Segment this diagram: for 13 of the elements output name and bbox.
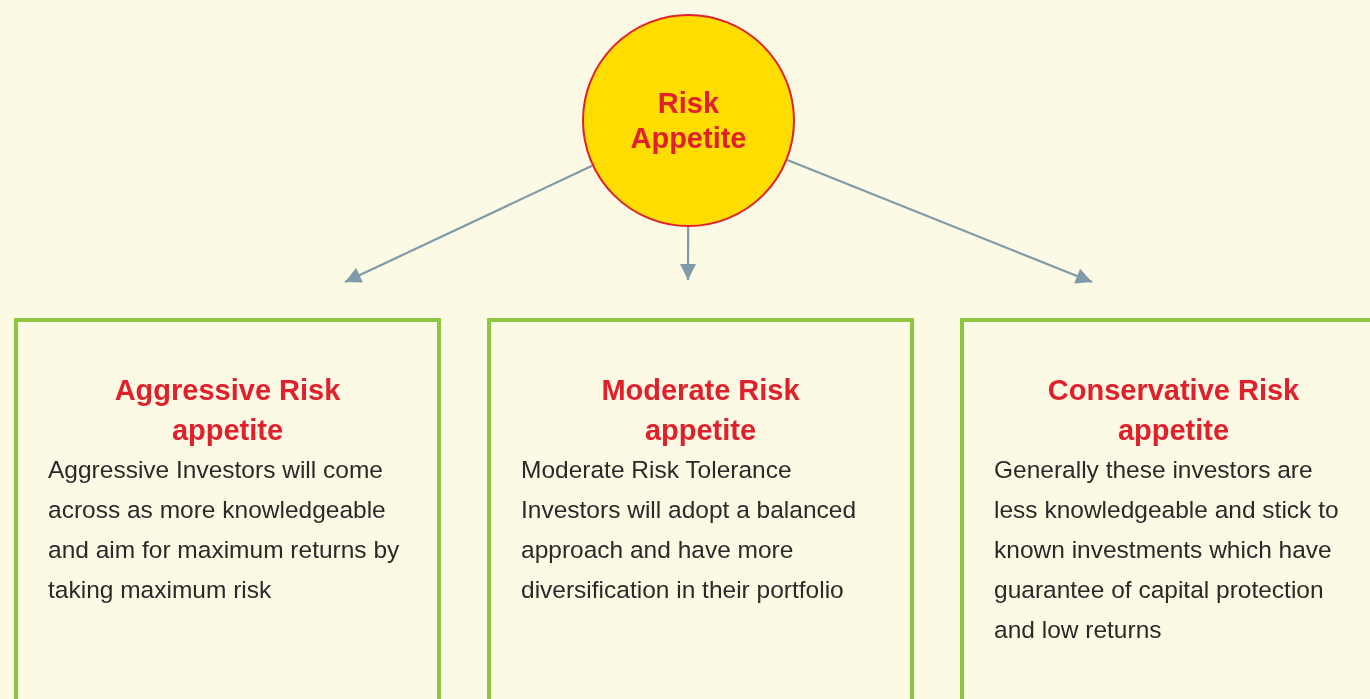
category-card <box>14 318 441 699</box>
arrow <box>680 227 697 280</box>
category-card <box>960 318 1370 699</box>
card-description: Generally these investors are less knowledgeable and stick to known investments which have guarantee of capital protection and low returns <box>994 455 1340 645</box>
card-heading: Aggressive Risk appetite <box>113 373 342 448</box>
card-description: Moderate Risk Tolerance Investors will adopt a balanced approach and have more diversification in their portfolio <box>521 455 858 605</box>
category-card <box>487 318 914 699</box>
card-heading: Moderate Risk appetite <box>600 373 801 448</box>
card-heading: Conservative Risk appetite <box>1046 373 1301 448</box>
card-description: Aggressive Investors will come across as more knowledgeable and aim for maximum returns by taking maximum risk <box>48 455 401 605</box>
arrow <box>344 164 593 283</box>
circle-label: Risk Appetite <box>629 85 748 156</box>
arrow <box>786 159 1093 284</box>
